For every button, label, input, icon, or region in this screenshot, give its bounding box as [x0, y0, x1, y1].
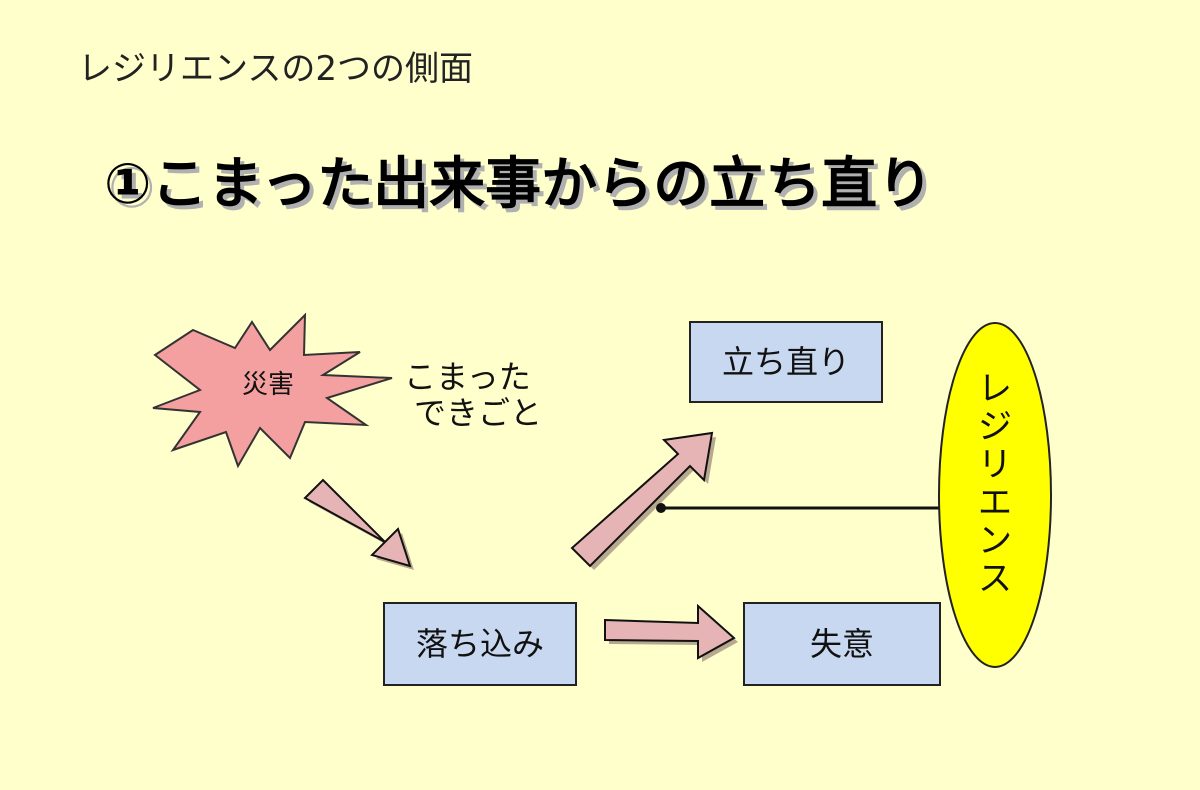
resilience-vertical-label: レジリエンス — [978, 369, 1012, 599]
disaster-burst: 災害 — [152, 312, 393, 469]
despair-box: 失意 — [743, 602, 941, 686]
arrow-to-despair-shape — [604, 603, 736, 660]
recovery-box-rect — [689, 321, 883, 403]
burst-shape — [152, 312, 393, 469]
connector-dot — [656, 503, 666, 513]
arrow-to-depression — [303, 478, 414, 570]
arrow-to-depression-shape — [303, 478, 412, 568]
despair-box-label: 失意 — [810, 625, 874, 663]
resilience-label-char: ジ — [978, 407, 1012, 447]
resilience-label-char: ス — [978, 559, 1012, 599]
depression-box: 落ち込み — [383, 602, 577, 686]
arrow-to-recovery — [570, 431, 716, 570]
depression-box-label: 落ち込み — [416, 625, 544, 663]
resilience-label-char: ン — [978, 521, 1012, 561]
arrow-to-recovery-shape — [570, 431, 714, 568]
depression-box-rect — [383, 602, 577, 686]
burst-caption-line2: できごと — [414, 394, 542, 432]
resilience-label-char: エ — [978, 483, 1012, 523]
resilience-label-char: リ — [978, 445, 1012, 485]
slide-subtitle: レジリエンスの2つの側面 — [78, 49, 473, 89]
arrow-to-despair — [604, 603, 738, 662]
resilience-label-char: レ — [978, 369, 1012, 409]
resilience-ellipse-shape — [938, 322, 1052, 668]
recovery-box-label: 立ち直り — [722, 343, 850, 381]
resilience-ellipse: レジリエンス — [938, 322, 1052, 668]
despair-box-rect — [743, 602, 941, 686]
burst-caption-line1: こまった — [404, 358, 531, 396]
slide-title-shadow: ①こまった出来事からの立ち直り — [108, 156, 937, 221]
burst-label: 災害 — [242, 370, 294, 400]
slide-title: ①こまった出来事からの立ち直り — [104, 152, 933, 217]
recovery-box: 立ち直り — [689, 321, 883, 403]
